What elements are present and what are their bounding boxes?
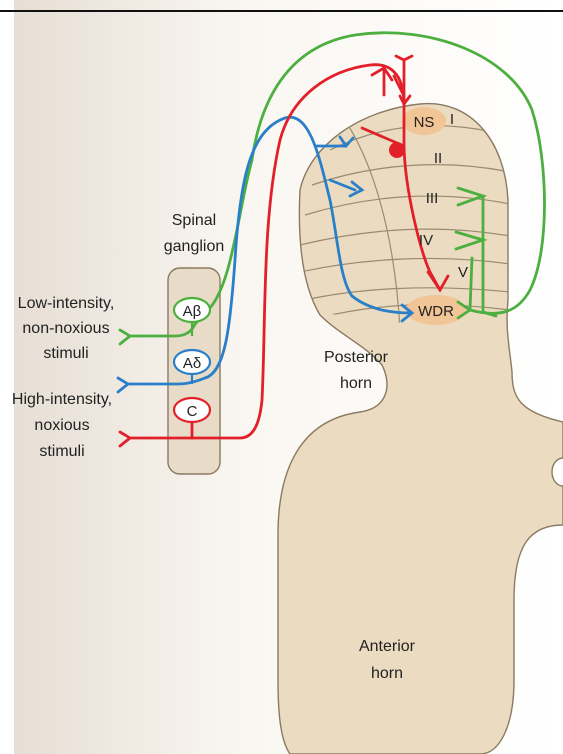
posterior-horn-line2: horn	[340, 375, 372, 392]
ganglion-title-line1: Spinal	[172, 212, 216, 229]
lamina-1-label: I	[450, 111, 454, 128]
left-margin	[0, 0, 14, 754]
ganglion-title-line2: ganglion	[164, 238, 225, 255]
high-stimuli-line1: High-intensity,	[12, 391, 112, 408]
lamina-5-label: V	[458, 264, 468, 281]
a-delta-label: Aδ	[183, 355, 201, 372]
posterior-horn-line1: Posterior	[324, 349, 389, 366]
low-stimuli-line1: Low-intensity,	[18, 295, 115, 312]
lamina-4-label: IV	[419, 232, 433, 249]
lamina-2-label: II	[434, 150, 442, 167]
low-stimuli-line2: non-noxious	[22, 320, 109, 337]
anterior-horn-line2: horn	[371, 665, 403, 682]
high-stimuli-line2: noxious	[34, 417, 89, 434]
lamina-3-label: III	[426, 190, 439, 207]
wdr-neuron-label: WDR	[418, 303, 454, 320]
a-beta-label: Aβ	[183, 303, 202, 320]
high-stimuli-line3: stimuli	[39, 443, 84, 460]
interneuron-cell-body	[389, 142, 405, 158]
c-label: C	[187, 403, 198, 420]
low-stimuli-line3: stimuli	[43, 345, 88, 362]
ns-neuron-label: NS	[414, 114, 435, 131]
anterior-horn-line1: Anterior	[359, 638, 416, 655]
